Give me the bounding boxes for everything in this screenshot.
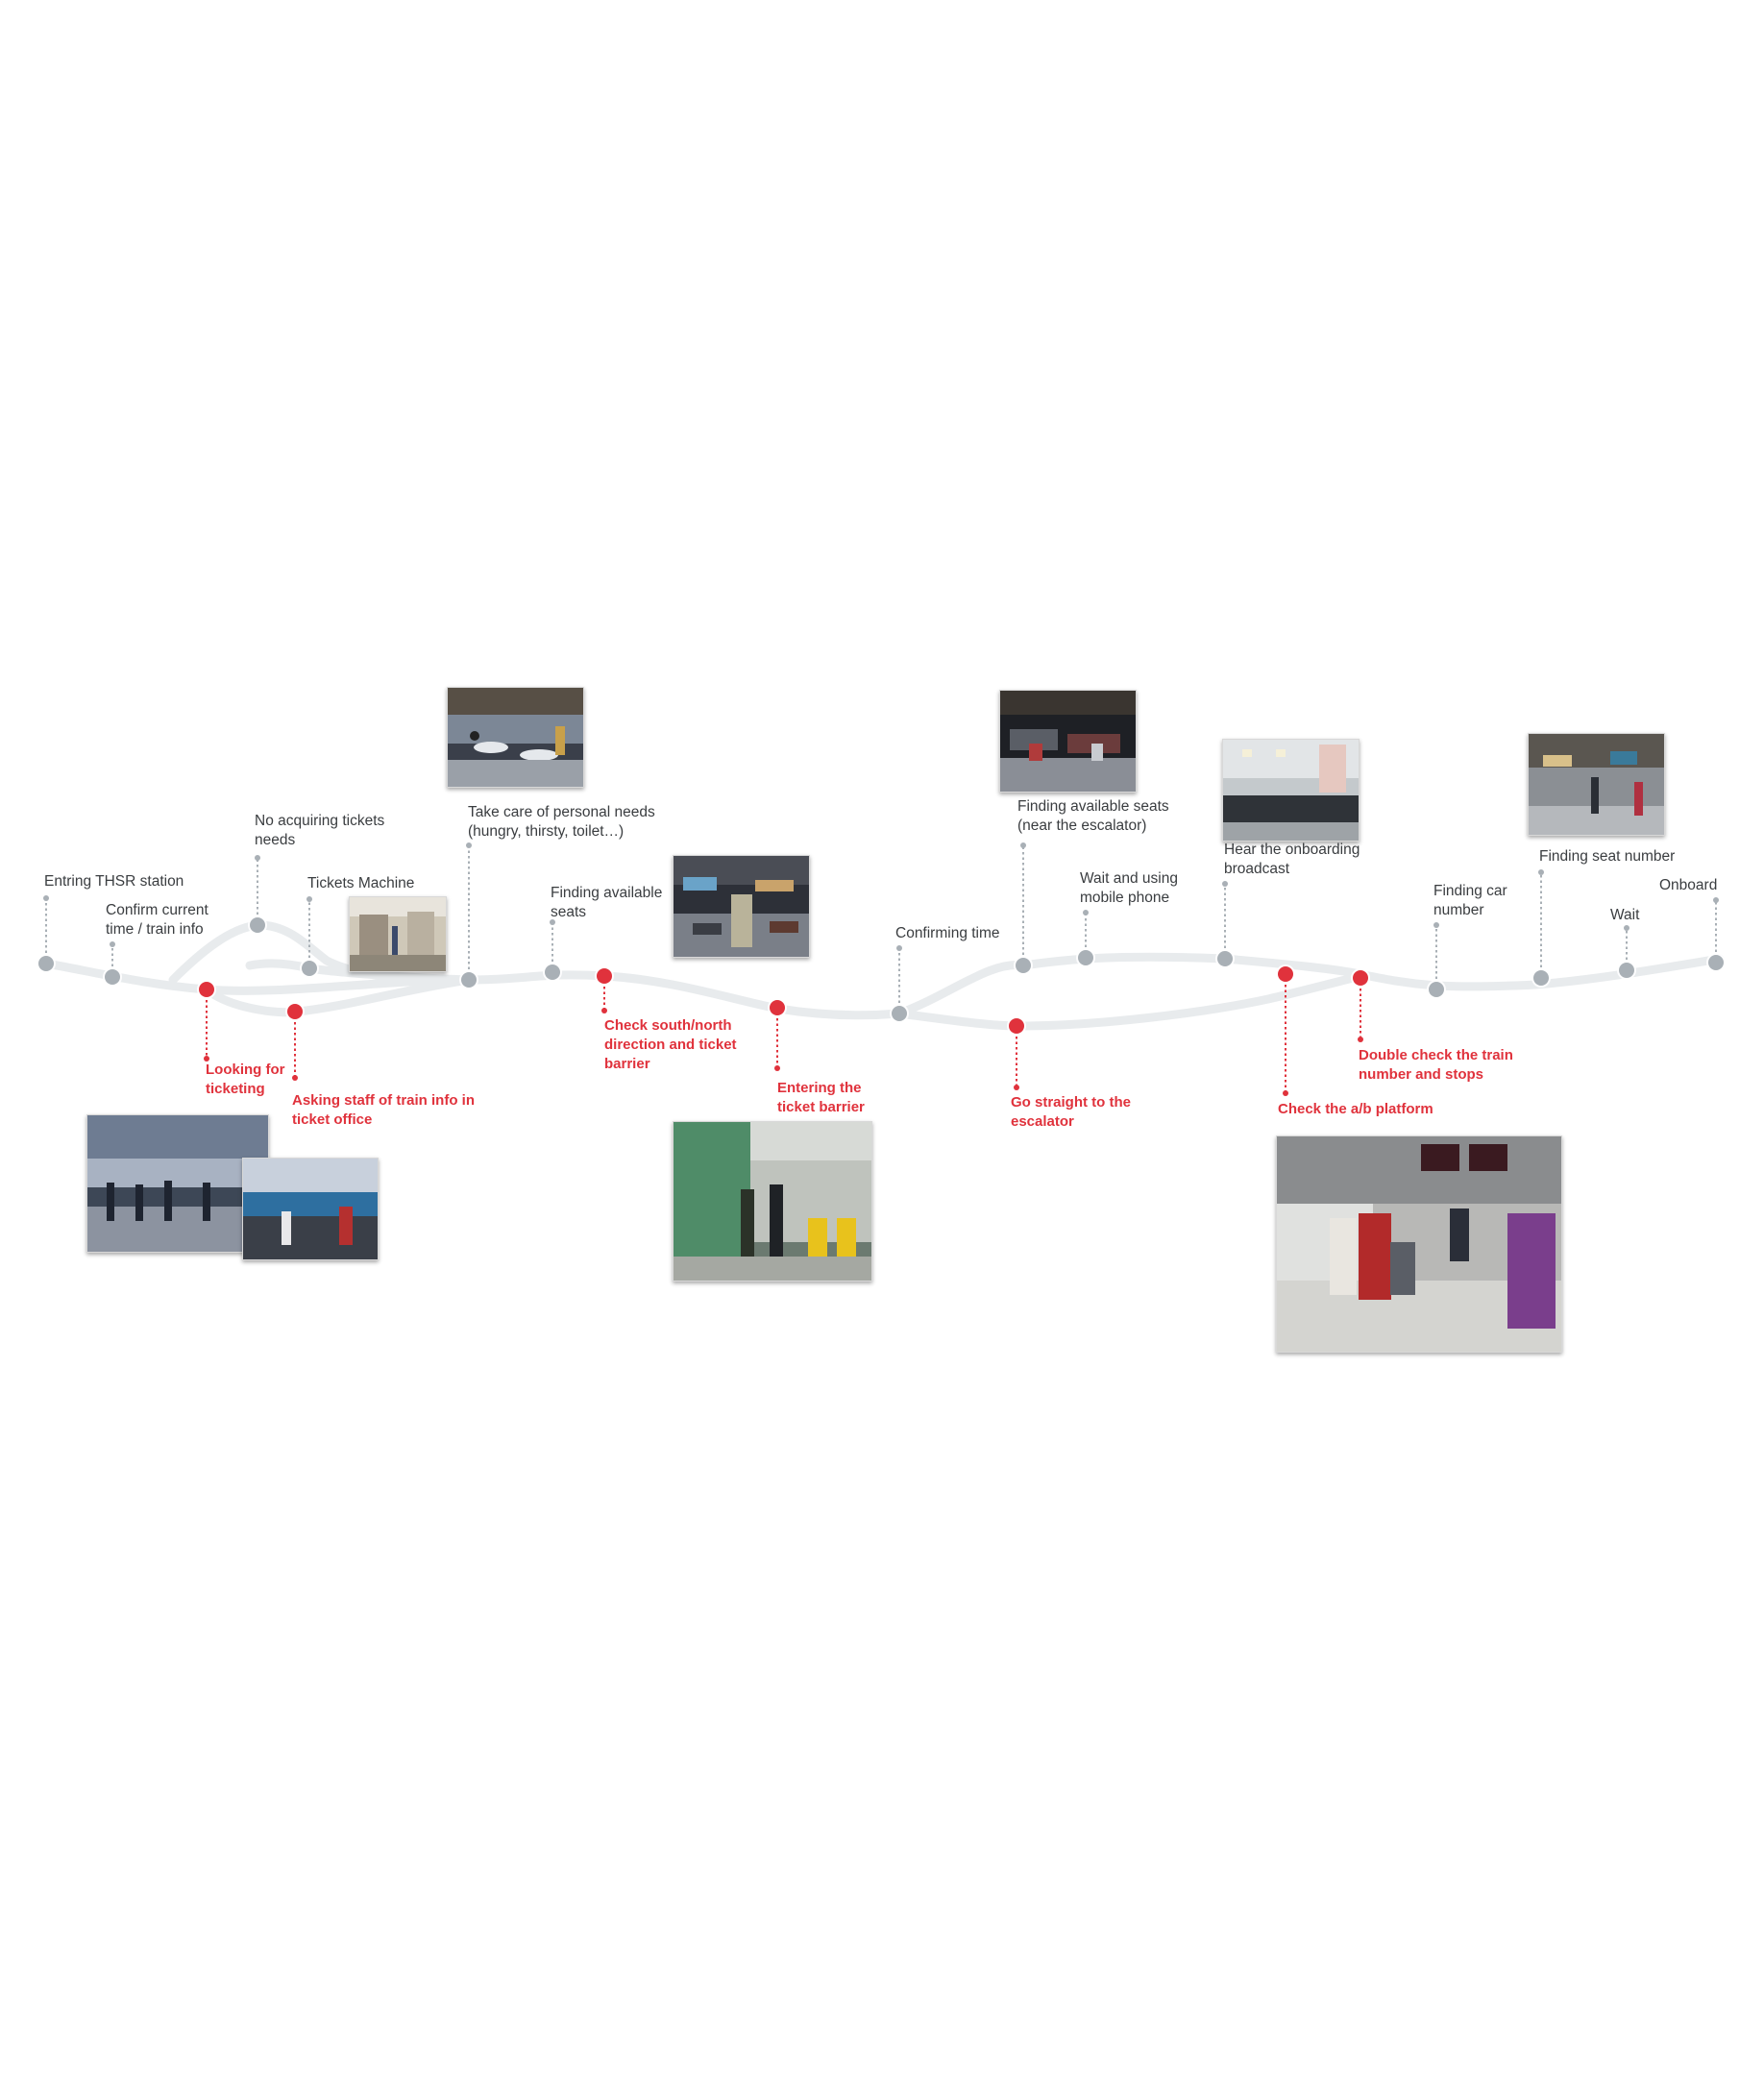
step-label-check-direction: Check south/north direction and ticket b… — [604, 1017, 737, 1072]
photo-seat-number — [1528, 733, 1665, 836]
node-s15 — [1217, 951, 1233, 966]
node-s21 — [1708, 955, 1724, 970]
connector-end-s16 — [1283, 1090, 1288, 1096]
step-label-asking-staff: Asking staff of train info in ticket off… — [292, 1092, 475, 1128]
branch-mid — [245, 959, 474, 985]
photo-ticket-office-counter — [242, 1158, 379, 1260]
step-label-confirm-time: Confirm current time / train info — [106, 902, 208, 938]
connector-end-s4 — [255, 855, 260, 861]
node-s13 — [1009, 1018, 1024, 1034]
connector-end-s9 — [601, 1008, 607, 1013]
step-label-straight-escalator: Go straight to the escalator — [1011, 1094, 1131, 1130]
node-s14 — [1078, 950, 1093, 965]
node-s5 — [302, 961, 317, 976]
connector-layer — [43, 842, 1719, 1096]
photo-personal-needs — [447, 687, 584, 788]
node-s7 — [461, 972, 477, 988]
connector-end-s19 — [1538, 869, 1544, 875]
connector-end-s5 — [306, 896, 312, 902]
step-label-personal-needs: Take care of personal needs (hungry, thi… — [468, 804, 655, 840]
connector-end-s14 — [1083, 910, 1089, 915]
node-s20 — [1619, 963, 1634, 978]
photo-platform — [1276, 1135, 1562, 1353]
connector-end-s8 — [550, 919, 555, 925]
node-s1 — [38, 956, 54, 971]
step-label-seat-number: Finding seat number — [1539, 848, 1676, 865]
photo-seats-escalator — [999, 690, 1137, 793]
connector-end-s20 — [1624, 925, 1629, 931]
photo-ticket-office-queue — [86, 1114, 269, 1253]
node-s18 — [1429, 982, 1444, 997]
node-s4 — [250, 917, 265, 933]
step-label-looking-for-ticketing: Looking for ticketing — [206, 1062, 285, 1097]
node-s17 — [1353, 970, 1368, 986]
node-s3 — [199, 982, 214, 997]
step-label-wait-phone: Wait and using mobile phone — [1080, 870, 1178, 906]
connector-end-s21 — [1713, 897, 1719, 903]
step-label-no-tickets-needs: No acquiring tickets needs — [255, 813, 385, 848]
connector-end-s7 — [466, 842, 472, 848]
node-s9 — [597, 968, 612, 984]
connector-end-s3 — [204, 1056, 209, 1062]
node-s10 — [770, 1000, 785, 1015]
step-label-seats-escalator: Finding available seats (near the escala… — [1017, 798, 1169, 834]
photo-finding-seats — [673, 855, 810, 958]
step-label-onboard: Onboard — [1659, 877, 1718, 893]
connector-end-s6 — [292, 1075, 298, 1081]
step-label-hear-broadcast: Hear the onboarding broadcast — [1224, 842, 1360, 877]
branch-escalator — [894, 970, 1369, 1031]
photo-ticket-barrier — [673, 1121, 872, 1282]
connector-end-s13 — [1014, 1085, 1019, 1090]
step-label-tickets-machine: Tickets Machine — [307, 875, 415, 891]
connector-end-s2 — [110, 941, 115, 947]
connector-end-s10 — [774, 1065, 780, 1071]
step-label-double-check: Double check the train number and stops — [1359, 1047, 1513, 1083]
node-s19 — [1533, 970, 1549, 986]
connector-end-s1 — [43, 895, 49, 901]
node-s2 — [105, 969, 120, 985]
node-s16 — [1278, 966, 1293, 982]
connector-end-s15 — [1222, 881, 1228, 887]
step-label-car-number: Finding car number — [1433, 883, 1507, 918]
step-label-finding-seats: Finding available seats — [551, 885, 663, 920]
photo-broadcast — [1222, 739, 1360, 842]
step-label-entering-barrier: Entering the ticket barrier — [777, 1080, 865, 1115]
connector-end-s18 — [1433, 922, 1439, 928]
step-label-wait: Wait — [1610, 907, 1640, 923]
node-s6 — [287, 1004, 303, 1019]
step-label-entering-station: Entring THSR station — [44, 873, 184, 890]
connector-end-s17 — [1358, 1037, 1363, 1042]
step-label-confirming-time: Confirming time — [895, 925, 1000, 941]
connector-end-s12 — [1020, 842, 1026, 848]
node-layer — [37, 915, 1726, 1036]
node-s11 — [892, 1006, 907, 1021]
photo-tickets-machine — [349, 896, 447, 972]
node-s12 — [1016, 958, 1031, 973]
step-label-check-platform: Check the a/b platform — [1278, 1101, 1433, 1117]
node-s8 — [545, 964, 560, 980]
connector-end-s11 — [896, 945, 902, 951]
